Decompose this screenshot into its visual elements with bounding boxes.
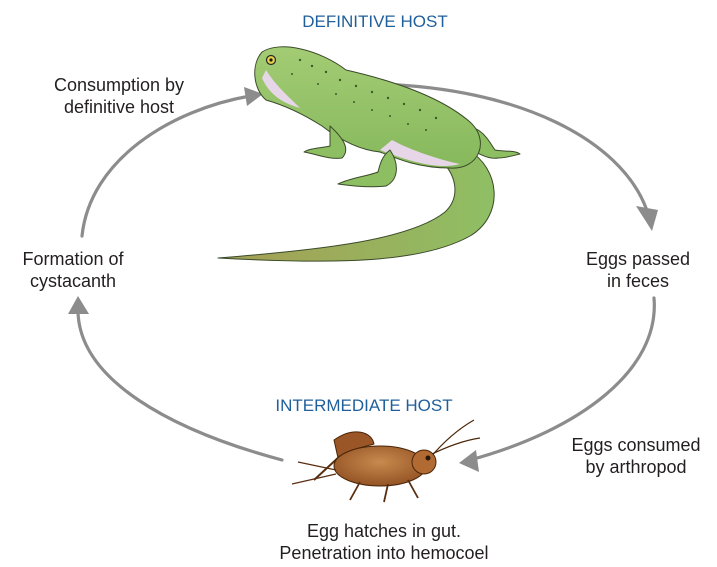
- cricket-illustration: [292, 420, 480, 502]
- arrowhead-eggs-consumed: [459, 450, 479, 472]
- stage-formation-line2: cystacanth: [8, 270, 138, 292]
- lizard-illustration: [218, 47, 520, 261]
- definitive-host-title: DEFINITIVE HOST: [280, 12, 470, 32]
- lizard-body: [255, 47, 481, 168]
- stage-formation-label: Formation of cystacanth: [8, 248, 138, 292]
- stage-consumption-label: Consumption by definitive host: [24, 74, 214, 118]
- lizard-rear-leg: [338, 150, 396, 187]
- stage-eggs-passed-line1: Eggs passed: [570, 248, 706, 270]
- stage-hatch-line1: Egg hatches in gut.: [234, 520, 534, 542]
- stage-eggs-passed-line2: in feces: [570, 270, 706, 292]
- stage-eggs-consumed-label: Eggs consumed by arthropod: [556, 434, 716, 478]
- stage-eggs-consumed-line1: Eggs consumed: [556, 434, 716, 456]
- stage-consumption-line2: definitive host: [24, 96, 214, 118]
- stage-eggs-consumed-line2: by arthropod: [556, 456, 716, 478]
- intermediate-host-title: INTERMEDIATE HOST: [256, 396, 472, 416]
- stage-consumption-line1: Consumption by: [24, 74, 214, 96]
- arrowhead-formation: [68, 296, 89, 314]
- arrowhead-eggs-passed: [636, 206, 658, 231]
- stage-hatch-line2: Penetration into hemocoel: [234, 542, 534, 564]
- stage-eggs-passed-label: Eggs passed in feces: [570, 248, 706, 292]
- stage-formation-line1: Formation of: [8, 248, 138, 270]
- stage-hatch-label: Egg hatches in gut. Penetration into hem…: [234, 520, 534, 564]
- arrow-to-formation: [78, 312, 282, 460]
- cricket-head: [412, 450, 436, 474]
